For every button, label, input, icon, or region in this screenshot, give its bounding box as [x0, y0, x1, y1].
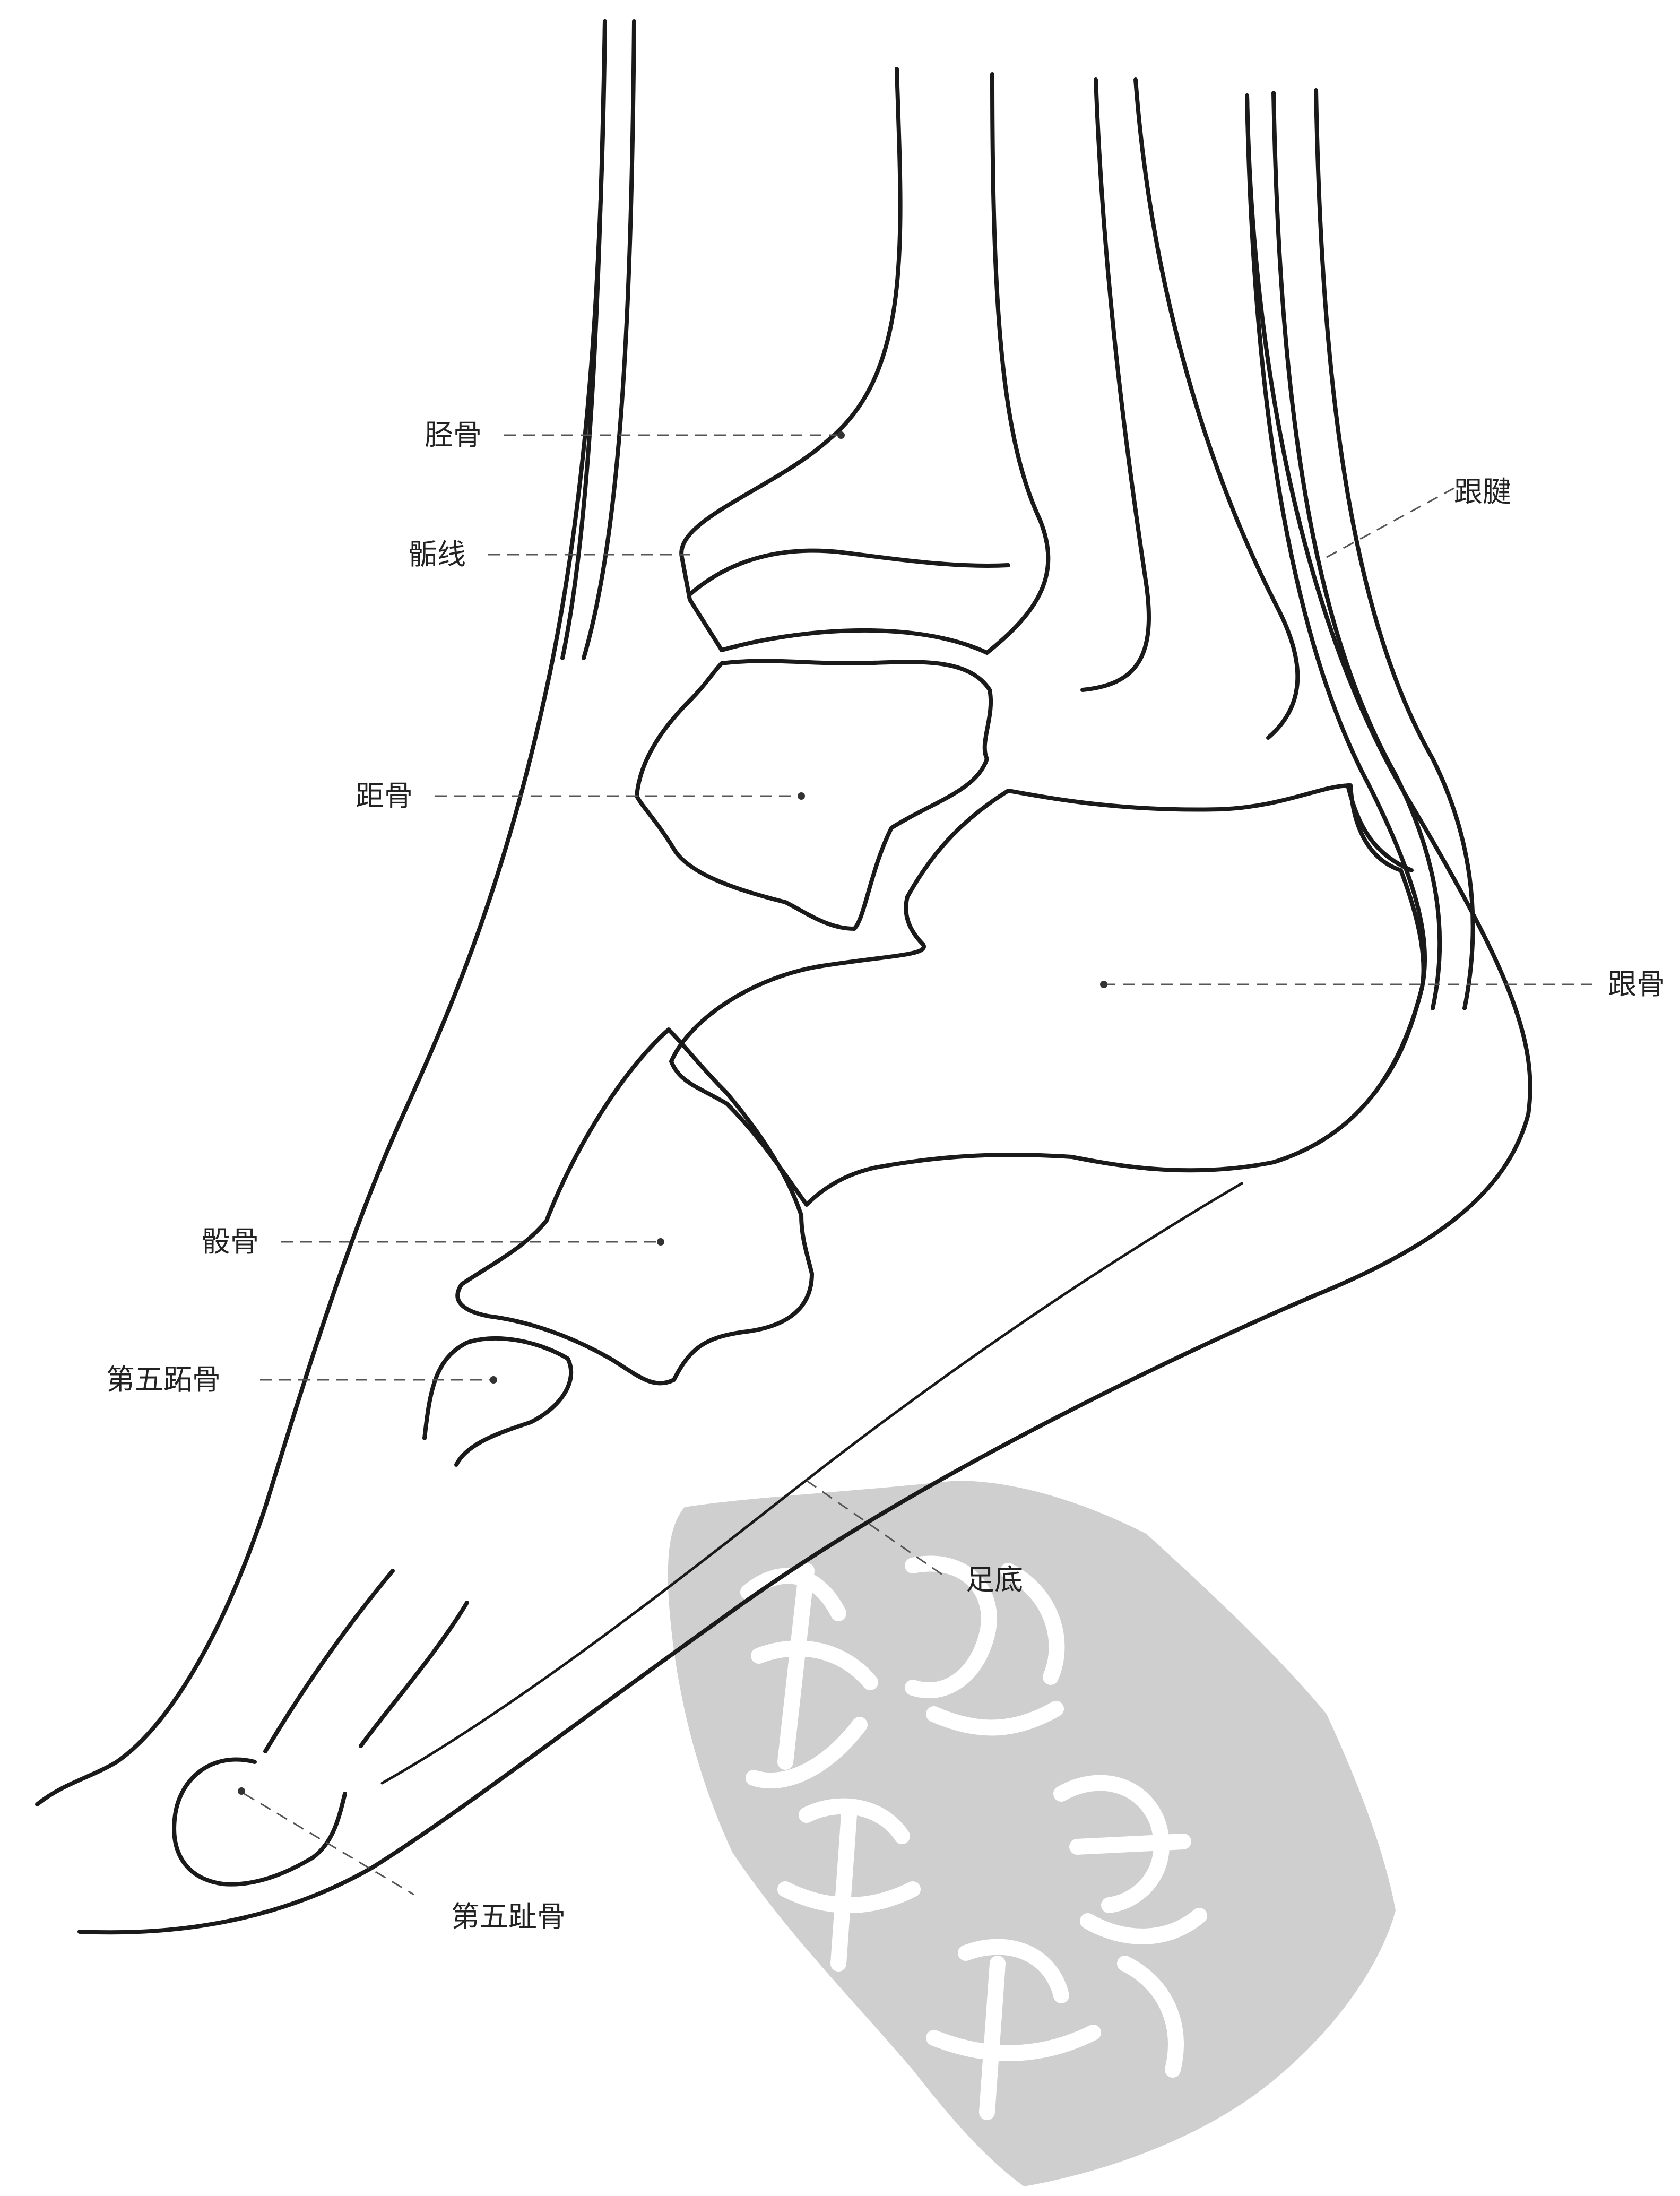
fifth-metatarsal-dot [490, 1376, 497, 1384]
calcaneus-dot [1100, 981, 1107, 988]
cuboid-outline [457, 1030, 812, 1383]
label-talus: 距骨 [356, 779, 413, 812]
fifth-metatarsal-base [425, 1338, 571, 1465]
label-achilles-tendon: 跟腱 [1454, 475, 1511, 508]
fifth-metatarsal-shaft-upper [265, 1571, 393, 1751]
label-epiphyseal-line: 骺线 [409, 538, 466, 571]
fifth-phalanx-dot [238, 1787, 245, 1795]
achilles-tendon-line-1 [1247, 96, 1425, 1093]
cuboid-dot [657, 1238, 664, 1246]
achilles-tendon-leader [1327, 488, 1454, 557]
label-sole: 足底 [966, 1563, 1023, 1596]
label-tibia: 胫骨 [425, 418, 482, 452]
fifth-phalanx-outline [174, 1760, 345, 1884]
label-cuboid: 骰骨 [202, 1225, 259, 1258]
calcaneus-outline [671, 785, 1424, 1205]
skin-outline-front [37, 21, 605, 1804]
tendon-curve-b [1136, 80, 1297, 738]
tendon-curve-a [1083, 80, 1149, 690]
talus-dot [798, 792, 805, 800]
tibia-dot [837, 431, 845, 439]
label-calcaneus: 跟骨 [1608, 967, 1665, 1001]
label-fifth-metatarsal: 第五跖骨 [106, 1363, 221, 1396]
talus-outline [637, 661, 991, 929]
fifth-metatarsal-shaft-lower [361, 1603, 467, 1746]
label-fifth-phalanx: 第五趾骨 [451, 1900, 566, 1933]
epiphyseal-line [690, 551, 1008, 594]
watermark-seal [668, 1481, 1396, 2186]
